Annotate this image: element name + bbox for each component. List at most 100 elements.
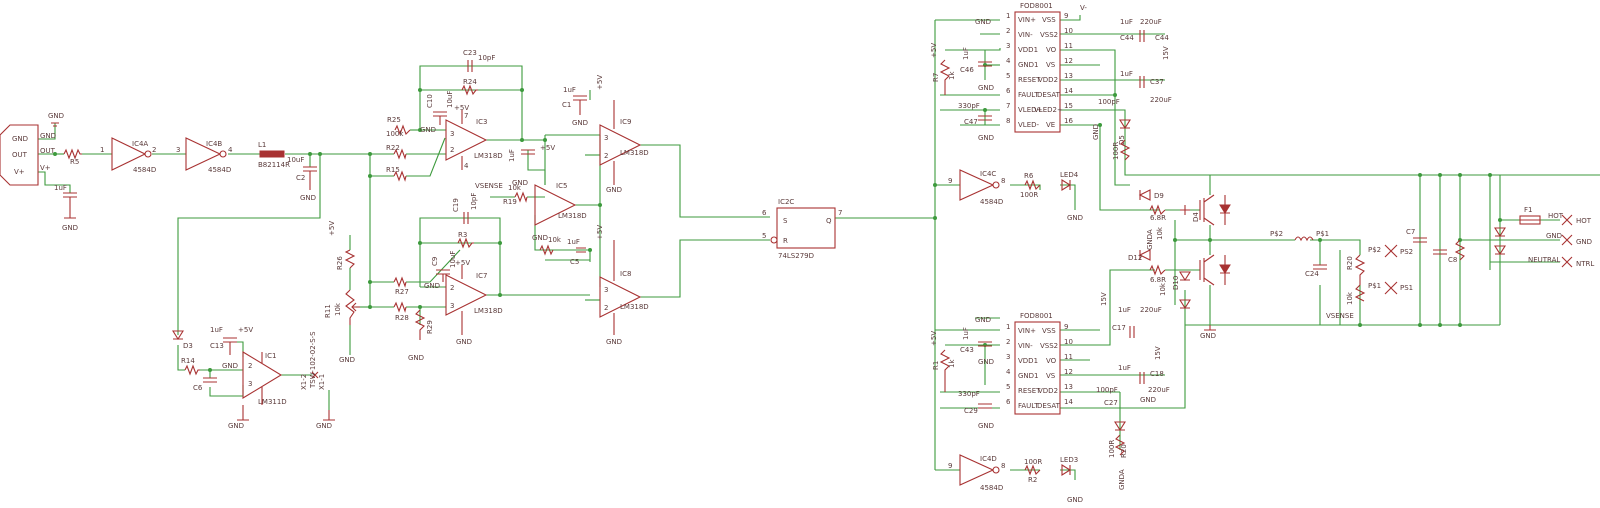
svg-text:S: S (783, 217, 788, 225)
svg-text:C24: C24 (1305, 270, 1319, 278)
svg-text:D12: D12 (1128, 254, 1142, 262)
svg-text:9: 9 (1064, 12, 1068, 20)
svg-text:C29: C29 (964, 407, 978, 415)
resistor-r20-sense: R20 (1346, 254, 1366, 285)
l1-cap-value: 10uF (287, 156, 304, 164)
svg-text:1uF: 1uF (567, 238, 580, 246)
svg-text:10uF: 10uF (446, 91, 454, 108)
terminal-gnd: GND GND (1546, 232, 1592, 246)
svg-text:VO: VO (1046, 46, 1057, 54)
svg-text:DESAT: DESAT (1037, 91, 1061, 99)
svg-text:10k: 10k (508, 184, 522, 192)
capacitor-c44: 1uF 220uF C44 C44 (1120, 18, 1169, 42)
capacitor-c13: 1uF C13 GND +5V (210, 326, 253, 370)
capacitor-c29: 330pF C29 GND (958, 390, 994, 430)
capacitor-c37: 1uF C37 220uF 15V (1120, 46, 1172, 104)
resistor-r19: 10k R19 (503, 184, 528, 206)
svg-text:1uF: 1uF (1118, 364, 1131, 372)
ic1-value: LM311D (258, 398, 287, 406)
svg-text:4584D: 4584D (980, 484, 1003, 492)
inductor-ps2: P$2 P$1 (1270, 230, 1329, 242)
svg-text:VS: VS (1046, 61, 1056, 69)
resistor-r6: R6 100R (1020, 172, 1041, 199)
r26-label: R26 (336, 256, 344, 270)
header-x1: X1-2 TSW-102-02-S-S X1-1 GND (300, 331, 335, 430)
svg-text:1k: 1k (948, 359, 956, 368)
inverter-ic4a: IC4A 4584D 1 2 (100, 137, 156, 174)
svg-text:10pF: 10pF (470, 193, 478, 210)
capacitor-c24: C24 (1305, 264, 1327, 278)
diode-d10: D10 10k (1159, 271, 1191, 296)
svg-text:15V: 15V (1154, 346, 1162, 360)
svg-text:GND: GND (978, 134, 994, 142)
svg-text:C5: C5 (570, 258, 579, 266)
svg-text:10k: 10k (1156, 226, 1164, 240)
svg-text:GND: GND (1200, 332, 1216, 340)
svg-text:C37: C37 (1150, 78, 1164, 86)
svg-text:7: 7 (1006, 102, 1010, 110)
svg-text:2: 2 (248, 362, 252, 370)
ic1-gnd: GND (228, 422, 244, 430)
input-connector: GND OUT V+ GND OUT V+ GND (0, 112, 64, 186)
igbt-lower (1199, 254, 1231, 286)
svg-text:GNDA: GNDA (1118, 469, 1126, 490)
svg-text:2: 2 (450, 284, 454, 292)
svg-text:LM318D: LM318D (620, 303, 649, 311)
svg-text:+5V: +5V (540, 144, 555, 152)
resistor-r14: R14 (181, 357, 200, 376)
c13-gnd: GND (222, 362, 238, 370)
svg-text:7: 7 (838, 209, 842, 217)
latch-ic2c: S R Q IC2C 74LS279D 6 5 7 (762, 198, 842, 260)
svg-text:R28: R28 (395, 314, 409, 322)
svg-text:VSS: VSS (1042, 16, 1056, 24)
svg-text:GND: GND (532, 234, 548, 242)
svg-text:15: 15 (1064, 102, 1073, 110)
capacitor-c19: C19 10pF (452, 193, 478, 224)
svg-text:IC4C: IC4C (980, 170, 996, 178)
resistor-r25: R25 100k (386, 116, 411, 138)
svg-text:3: 3 (248, 380, 252, 388)
svg-text:GND: GND (1067, 214, 1083, 222)
l1-label: L1 (258, 141, 266, 149)
svg-text:RESET: RESET (1018, 76, 1041, 84)
svg-text:3: 3 (604, 134, 608, 142)
c2-label: C2 (296, 174, 305, 182)
connector-net-out: OUT (40, 147, 56, 155)
svg-text:+5V: +5V (930, 43, 938, 58)
svg-text:GND: GND (978, 358, 994, 366)
svg-text:GND: GND (606, 338, 622, 346)
svg-text:2: 2 (1006, 27, 1010, 35)
svg-text:D4: D4 (1192, 212, 1200, 222)
capacitor-c1: 1uF C1 GND +5V (562, 75, 604, 127)
svg-text:1k: 1k (948, 71, 956, 80)
svg-text:C1: C1 (562, 101, 571, 109)
tvs-output (1494, 227, 1506, 256)
svg-text:9: 9 (948, 462, 952, 470)
svg-text:11: 11 (1064, 353, 1073, 361)
capacitor-c7: C7 (1406, 228, 1427, 243)
svg-text:3: 3 (1006, 353, 1010, 361)
svg-text:100k: 100k (386, 130, 404, 138)
igbt-upper (1199, 194, 1231, 226)
gnd-label-top: GND (48, 112, 64, 120)
svg-text:13: 13 (1064, 383, 1073, 391)
svg-text:5: 5 (762, 232, 766, 240)
resistor-r5: R5 (63, 148, 82, 166)
svg-text:3: 3 (450, 130, 454, 138)
varistor-r-out (1454, 239, 1466, 261)
opamp-ic8: 3 2 IC8 LM318D GND +5V (596, 225, 649, 346)
svg-text:4: 4 (464, 162, 469, 170)
svg-text:220uF: 220uF (1140, 18, 1162, 26)
svg-text:16: 16 (1064, 117, 1073, 125)
svg-text:100R: 100R (1020, 191, 1038, 199)
svg-text:4: 4 (1006, 57, 1011, 65)
svg-text:IC2C: IC2C (778, 198, 794, 206)
svg-text:V-: V- (1080, 4, 1087, 12)
svg-text:VE: VE (1046, 121, 1055, 129)
svg-text:8: 8 (1001, 462, 1005, 470)
potentiometer-r11: R11 10k GND (324, 289, 360, 364)
svg-text:R15: R15 (386, 166, 400, 174)
svg-text:P$1: P$1 (1368, 282, 1381, 290)
svg-text:3: 3 (604, 286, 608, 294)
svg-text:1uF: 1uF (1120, 18, 1133, 26)
